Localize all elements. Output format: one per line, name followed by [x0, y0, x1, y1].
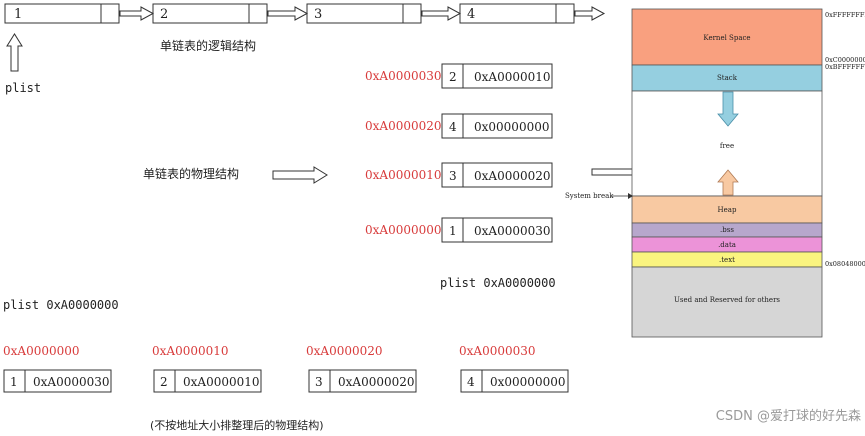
segment-stack — [631, 64, 823, 92]
unsorted-caption: (不按地址大小排整理后的物理结构) — [150, 418, 324, 432]
physical-node-box — [441, 217, 553, 243]
physical-node-next: 0x00000000 — [474, 120, 549, 134]
arrow-right-icon — [628, 193, 633, 199]
unsorted-node-box — [308, 369, 417, 393]
logical-node-box — [4, 3, 120, 24]
physical-node-next: 0xA0000020 — [474, 169, 551, 183]
unsorted-node-data: 2 — [160, 375, 168, 389]
address-stack-top: 0xBFFFFFFF — [825, 63, 865, 71]
unsorted-address: 0xA0000010 — [152, 344, 229, 358]
unsorted-node-box — [3, 369, 112, 393]
unsorted-node-data: 4 — [467, 375, 475, 389]
logical-node-box — [459, 3, 575, 24]
physical-address: 0xA0000030 — [365, 69, 442, 83]
arrow-right-icon — [574, 6, 606, 21]
arrow-right-icon — [272, 166, 328, 184]
unsorted-node-box — [460, 369, 569, 393]
segment-bss-label: .bss — [720, 226, 734, 234]
system-break-label: System break — [565, 192, 614, 200]
segment-free-label: free — [720, 142, 734, 150]
unsorted-node-data: 3 — [315, 375, 323, 389]
physical-node-data: 3 — [449, 169, 457, 183]
physical-plist-label: plist 0xA0000000 — [440, 276, 556, 290]
unsorted-address: 0xA0000020 — [306, 344, 383, 358]
physical-rows: 0xA0000030 2 0xA0000010 0xA0000020 4 0x0… — [365, 63, 553, 243]
physical-node-data: 1 — [449, 224, 457, 238]
unsorted-nodes: 0xA0000000 1 0xA0000030 0xA0000010 2 0xA… — [3, 344, 569, 393]
logical-arrows — [6, 6, 606, 72]
watermark: CSDN @爱打球的好先森 — [716, 408, 861, 424]
unsorted-node-next: 0x00000000 — [490, 375, 565, 389]
unsorted-node-data: 1 — [10, 375, 18, 389]
logical-node-value: 4 — [467, 7, 475, 22]
segment-heap — [631, 195, 823, 224]
unsorted-node-next: 0xA0000020 — [338, 375, 415, 389]
physical-address: 0xA0000010 — [365, 168, 442, 182]
arrow-up-icon — [6, 33, 23, 72]
plist-label: plist — [5, 81, 41, 95]
arrow-down-icon — [717, 91, 739, 127]
arrow-right-icon — [119, 6, 155, 21]
segment-heap-label: Heap — [718, 206, 737, 214]
physical-node-box — [441, 162, 553, 188]
memory-map — [631, 8, 823, 338]
logical-node-value: 2 — [160, 7, 168, 22]
physical-address: 0xA0000020 — [365, 119, 442, 133]
segment-kernel — [631, 8, 823, 66]
physical-node-data: 4 — [449, 120, 457, 134]
unsorted-node-next: 0xA0000010 — [183, 375, 260, 389]
unsorted-address: 0xA0000030 — [459, 344, 536, 358]
physical-node-next: 0xA0000030 — [474, 224, 551, 238]
physical-node-data: 2 — [449, 70, 457, 84]
segment-stack-label: Stack — [717, 74, 738, 82]
segment-data-label: .data — [718, 241, 736, 249]
physical-node-box — [441, 113, 553, 139]
segment-text-label: .text — [719, 256, 735, 264]
arrow-right-icon — [267, 6, 309, 21]
arrow-right-icon — [421, 6, 462, 21]
logical-node-box — [152, 3, 268, 24]
logical-node-value: 3 — [314, 7, 322, 22]
arrow-up-icon — [717, 169, 739, 196]
logical-node-box — [306, 3, 422, 24]
segment-reserved — [631, 266, 823, 338]
unsorted-node-next: 0xA0000030 — [33, 375, 110, 389]
logical-node-value: 1 — [14, 7, 22, 22]
unsorted-plist-label: plist 0xA0000000 — [3, 298, 119, 312]
physical-node-box — [441, 63, 553, 89]
logical-caption: 单链表的逻辑结构 — [160, 38, 256, 53]
physical-caption: 单链表的物理结构 — [143, 166, 239, 181]
physical-node-next: 0xA0000010 — [474, 70, 551, 84]
address-text: 0x08048000 — [825, 260, 865, 268]
segment-reserved-label: Used and Reserved for others — [674, 296, 780, 304]
unsorted-address: 0xA0000000 — [3, 344, 80, 358]
unsorted-node-box — [153, 369, 262, 393]
segment-kernel-label: Kernel Space — [703, 34, 750, 42]
physical-address: 0xA0000000 — [365, 223, 442, 237]
address-top: 0xFFFFFFFF — [825, 11, 865, 19]
address-kernel-bottom: 0xC0000000 — [825, 56, 865, 64]
